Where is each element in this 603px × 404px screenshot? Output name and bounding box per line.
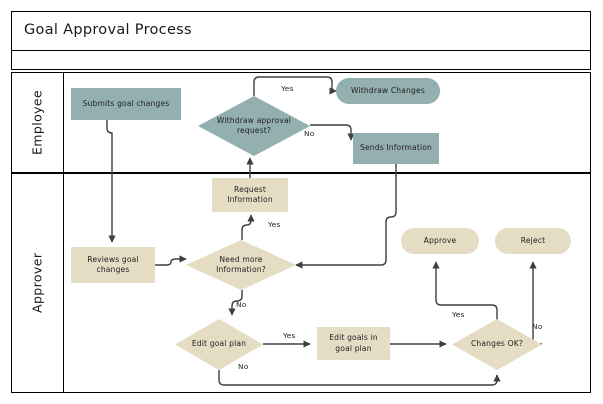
node-label: Edit goal plan [191, 339, 247, 349]
edge-submits-to-reviews [106, 120, 116, 243]
edge-changes-ok-yes [432, 261, 498, 320]
node-label: Need more Information? [216, 254, 266, 274]
diamond-shape-icon [452, 319, 542, 370]
lane-divider-employee-approver [11, 172, 591, 174]
node-reviews-goal-changes[interactable]: Reviews goal changes [71, 247, 155, 283]
lane-label-column-divider [63, 72, 64, 393]
edge-need-more-no [228, 290, 243, 316]
edge-label-withdraw-yes: Yes [281, 84, 294, 93]
edge-withdraw-no [310, 124, 355, 141]
subtitle-box [11, 51, 591, 70]
edge-need-more-yes [241, 214, 255, 240]
edge-edit-goal-no [218, 370, 501, 386]
diamond-shape-icon [186, 240, 296, 290]
edge-label-need-more-no: No [236, 300, 247, 309]
node-label: Withdraw approval request? [216, 115, 292, 135]
node-edit-goal-plan[interactable]: Edit goal plan [175, 319, 263, 370]
node-edit-goals-in-goal-plan[interactable]: Edit goals in goal plan [317, 327, 390, 360]
edge-label-withdraw-no: No [304, 129, 315, 138]
node-withdraw-approval-request[interactable]: Withdraw approval request? [198, 96, 310, 156]
edge-sends-info-to-need-more [295, 164, 397, 269]
edge-label-changes-ok-no: No [532, 322, 543, 331]
node-sends-information[interactable]: Sends Information [353, 133, 439, 164]
node-label: Changes OK? [470, 339, 524, 349]
edge-reviews-to-need-more [155, 255, 187, 266]
diamond-shape-icon [198, 96, 310, 156]
page-title: Goal Approval Process [24, 22, 192, 38]
edge-withdraw-yes [253, 76, 337, 96]
node-approve[interactable]: Approve [401, 228, 479, 254]
node-reject[interactable]: Reject [495, 228, 571, 254]
node-withdraw-changes[interactable]: Withdraw Changes [336, 78, 440, 104]
edge-label-changes-ok-yes: Yes [452, 310, 465, 319]
node-submits-goal-changes[interactable]: Submits goal changes [71, 88, 181, 120]
node-need-more-information[interactable]: Need more Information? [186, 240, 296, 290]
node-request-information[interactable]: Request Information [212, 178, 288, 212]
node-changes-ok[interactable]: Changes OK? [452, 319, 542, 370]
edge-label-edit-goal-yes: Yes [283, 331, 296, 340]
edge-label-need-more-yes: Yes [268, 220, 281, 229]
edge-label-edit-goal-no: No [238, 362, 249, 371]
diamond-shape-icon [175, 319, 263, 370]
title-box: Goal Approval Process [11, 11, 591, 51]
